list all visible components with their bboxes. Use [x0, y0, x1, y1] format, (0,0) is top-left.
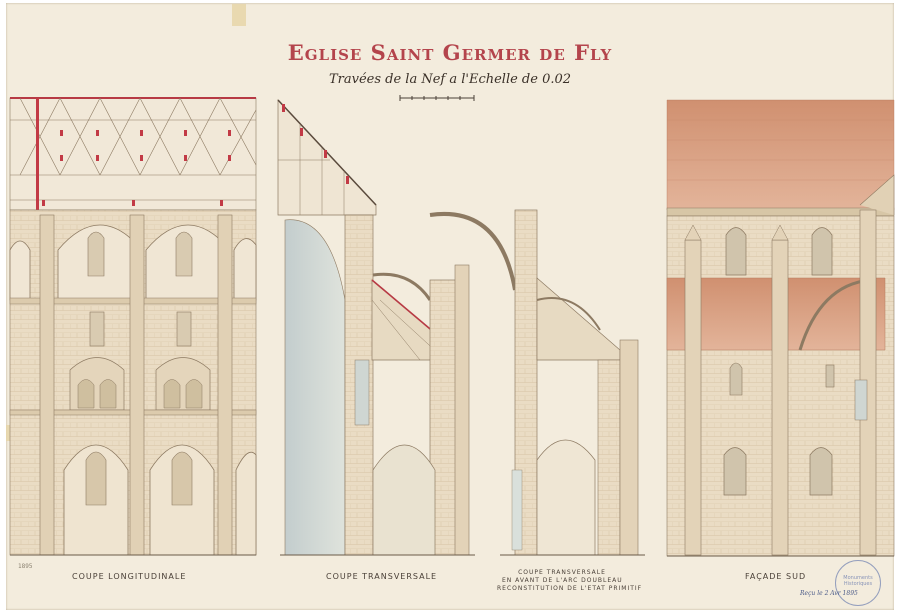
- archive-stamp: Monuments Historiques: [835, 560, 881, 606]
- caption-transversal-restore-3: Reconstitution de l'Etat Primitif: [497, 585, 643, 592]
- stamp-text: Monuments Historiques: [843, 575, 873, 587]
- drawing-subtitle: Travées de la Nef a l'Echelle de 0.02: [328, 72, 572, 87]
- caption-facade: Façade Sud: [745, 572, 807, 581]
- south-facade: [666, 99, 895, 557]
- caption-transversal-restore-1: Coupe Transversale: [518, 569, 606, 576]
- scale-bar: [399, 95, 475, 101]
- transversal-restoration-section: [429, 209, 645, 556]
- caption-transversal: Coupe Transversale: [326, 572, 438, 581]
- receipt-annotation: Reçu le 2 Avr 1895: [800, 590, 858, 597]
- corner-mark: 1895: [18, 563, 33, 570]
- transversal-section: [277, 99, 475, 556]
- longitudinal-section: [9, 97, 257, 556]
- drawing-title: Eglise Saint Germer de Fly: [287, 40, 613, 65]
- caption-longitudinal: Coupe Longitudinale: [72, 572, 187, 581]
- tape-top: [232, 4, 246, 26]
- caption-transversal-restore-2: en avant de l'Arc Doubleau: [502, 577, 623, 584]
